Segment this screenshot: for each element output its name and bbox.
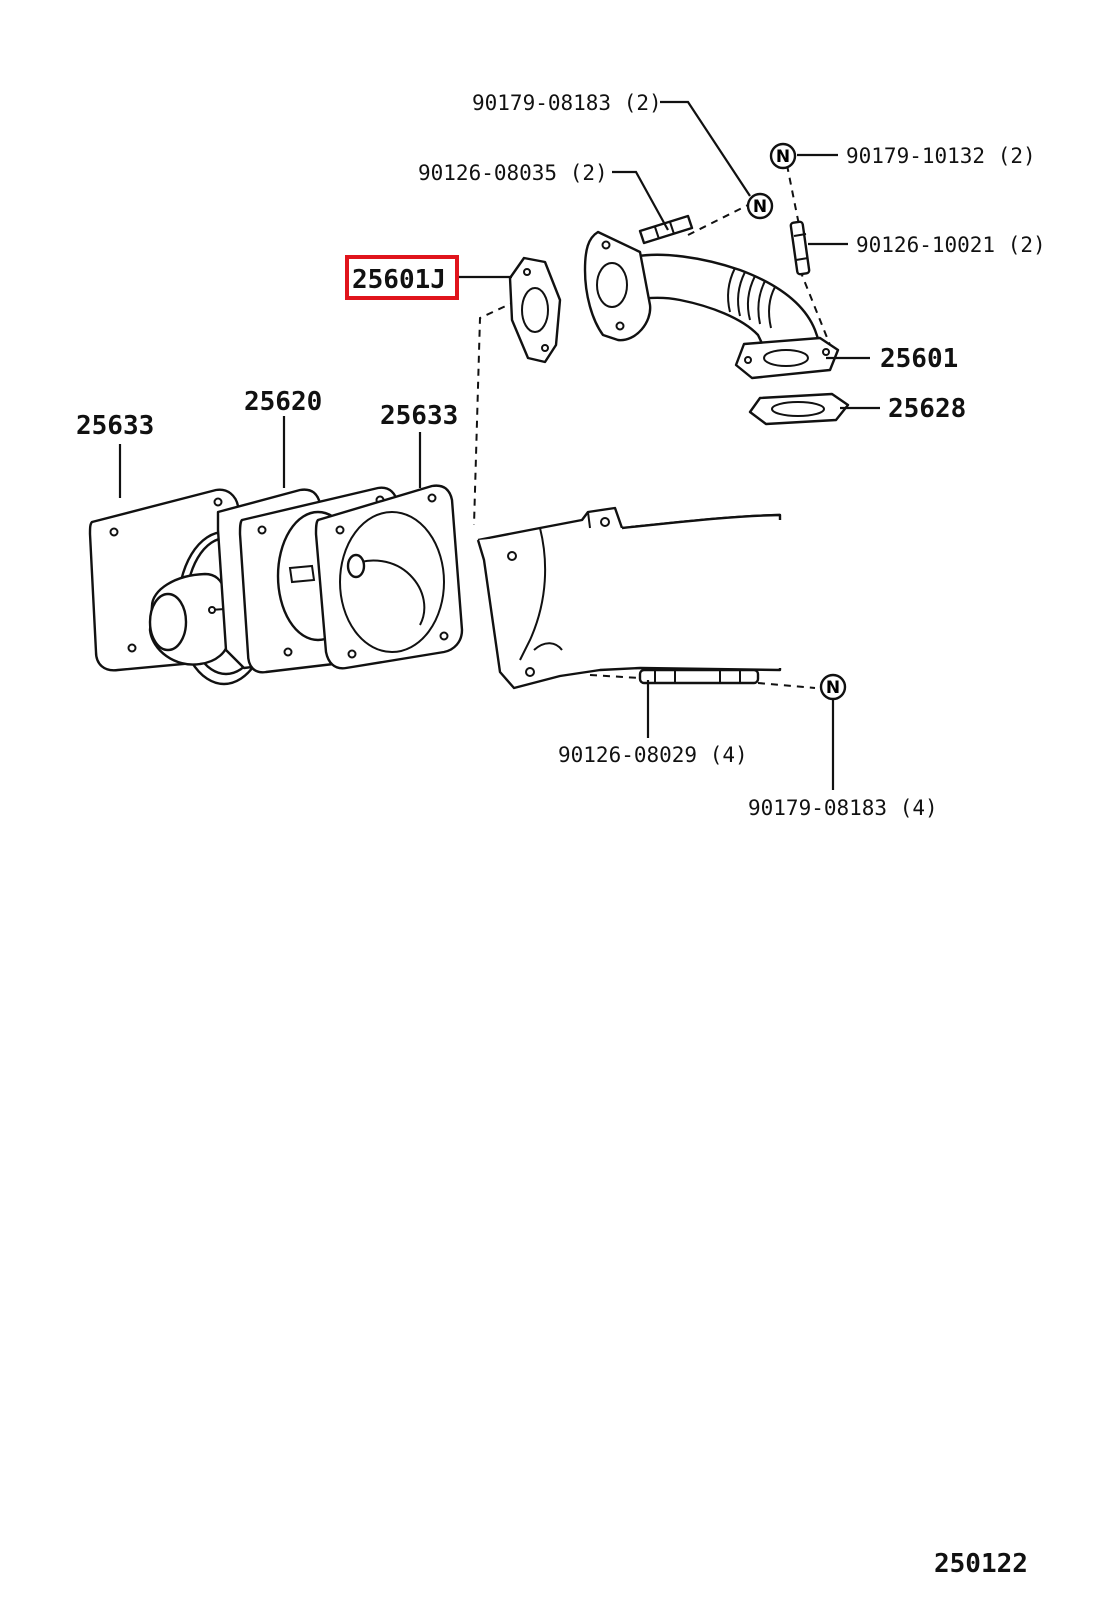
nut-icon-90179-10132: N [769, 142, 797, 170]
label-25628: 25628 [888, 394, 966, 424]
leader-lines [118, 100, 880, 790]
stud-90126-08029 [638, 668, 760, 685]
svg-text:N: N [826, 678, 840, 698]
label-25633-right: 25633 [380, 401, 458, 431]
label-25601J: 25601J [352, 265, 446, 295]
label-90126-10021: 90126-10021 (2) [856, 233, 1046, 257]
gasket-25601J [508, 256, 562, 364]
highlight-box-25601J [345, 255, 459, 300]
nut-icon-90179-08183-top: N [746, 192, 774, 220]
label-90179-08183-top: 90179-08183 (2) [472, 91, 662, 115]
label-25620: 25620 [244, 387, 322, 417]
label-25601: 25601 [880, 344, 958, 374]
stud-90126-08035 [638, 214, 694, 245]
label-90126-08035: 90126-08035 (2) [418, 161, 608, 185]
label-90126-08029: 90126-08029 (4) [558, 743, 748, 767]
gasket-25633-right [314, 484, 464, 670]
svg-text:N: N [753, 197, 767, 217]
stud-90126-10021 [789, 220, 811, 276]
intake-manifold [476, 506, 782, 690]
svg-text:N: N [776, 147, 790, 167]
nut-icon-90179-08183-bottom: N [819, 673, 847, 701]
egr-pipe-25601 [583, 230, 840, 380]
label-25633-left: 25633 [76, 411, 154, 441]
part-labels: 90179-08183 (2) 90126-08035 (2) 90179-10… [76, 91, 1046, 1579]
label-90179-08183-bottom: 90179-08183 (4) [748, 796, 938, 820]
label-90179-10132: 90179-10132 (2) [846, 144, 1036, 168]
gasket-25628 [748, 392, 850, 426]
diagram-id: 250122 [934, 1549, 1028, 1579]
assembly-dash-lines [473, 164, 831, 689]
